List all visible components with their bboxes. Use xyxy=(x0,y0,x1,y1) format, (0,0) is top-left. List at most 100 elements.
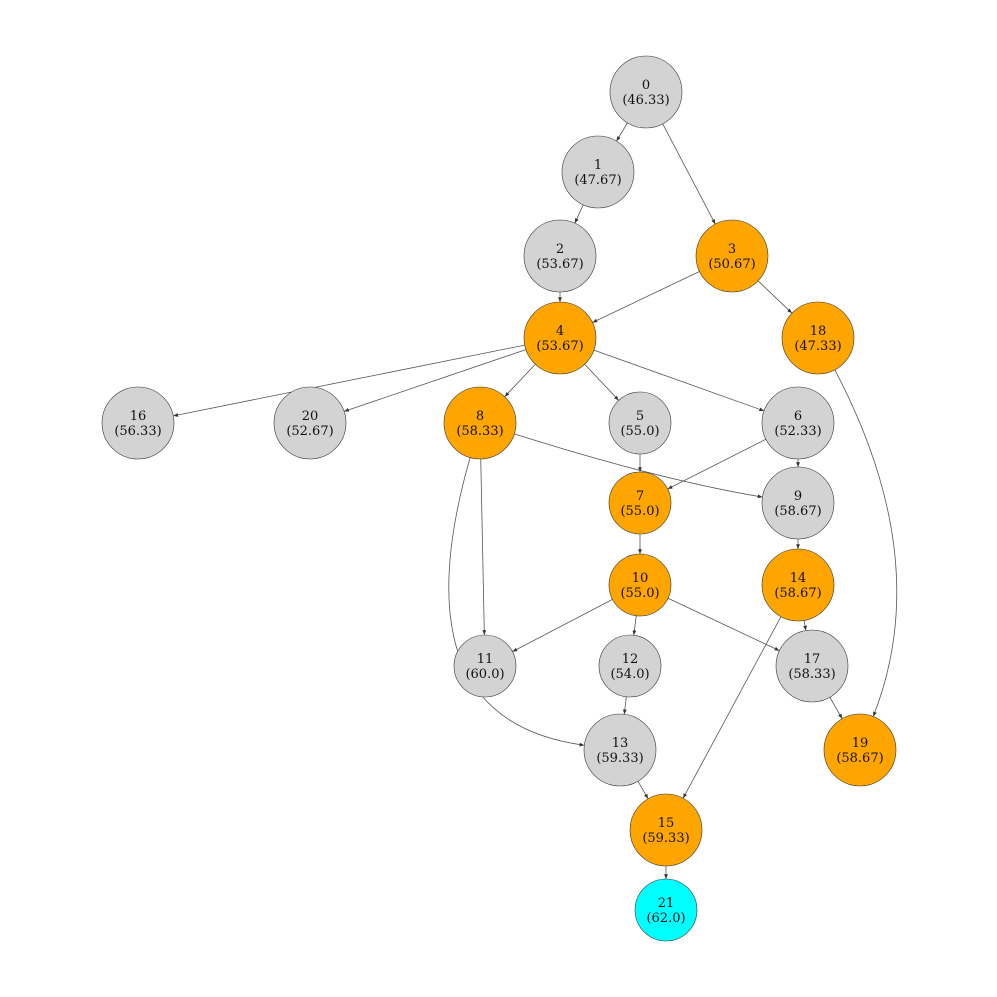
edge-4-to-16 xyxy=(173,344,525,417)
node-circle xyxy=(598,634,662,698)
node-0: 0(46.33) xyxy=(609,55,683,129)
node-12: 12(54.0) xyxy=(598,634,662,698)
node-7: 7(55.0) xyxy=(608,471,672,535)
node-id-label: 10 xyxy=(632,571,649,586)
node-21: 21(62.0) xyxy=(634,878,698,942)
node-value-label: (46.33) xyxy=(622,93,669,108)
node-id-label: 12 xyxy=(622,652,639,667)
edge-10-to-12 xyxy=(632,615,637,636)
node-id-label: 14 xyxy=(790,571,807,586)
edge-4-to-20 xyxy=(343,349,527,412)
node-circle xyxy=(608,553,672,617)
node-id-label: 9 xyxy=(794,489,802,504)
node-id-label: 16 xyxy=(130,409,147,424)
node-circle xyxy=(523,219,597,293)
node-id-label: 19 xyxy=(852,736,869,751)
edge-8-to-9 xyxy=(514,433,763,499)
node-4: 4(53.67) xyxy=(523,301,597,375)
edge-4-to-8 xyxy=(504,363,536,398)
node-value-label: (55.0) xyxy=(620,424,659,439)
node-value-label: (52.67) xyxy=(286,424,333,439)
node-id-label: 18 xyxy=(810,324,827,339)
edge-17-to-19 xyxy=(829,697,843,719)
node-value-label: (55.0) xyxy=(620,586,659,601)
node-10: 10(55.0) xyxy=(608,553,672,617)
node-19: 19(58.67) xyxy=(823,713,897,787)
node-circle xyxy=(273,386,347,460)
edge-0-to-1 xyxy=(616,122,628,142)
edge-3-to-18 xyxy=(757,280,793,314)
node-value-label: (56.33) xyxy=(114,424,161,439)
node-value-label: (54.0) xyxy=(610,667,649,682)
node-id-label: 13 xyxy=(612,736,629,751)
node-11: 11(60.0) xyxy=(453,634,517,698)
node-value-label: (50.67) xyxy=(708,257,755,272)
node-13: 13(59.33) xyxy=(583,713,657,787)
node-circle xyxy=(775,629,849,703)
node-circle xyxy=(453,634,517,698)
edge-18-to-19 xyxy=(834,369,898,717)
node-circle xyxy=(823,713,897,787)
node-circle xyxy=(634,878,698,942)
node-circle xyxy=(629,793,703,867)
node-circle xyxy=(561,135,635,209)
node-id-label: 6 xyxy=(794,409,802,424)
node-value-label: (60.0) xyxy=(465,667,504,682)
node-value-label: (52.33) xyxy=(774,424,821,439)
node-value-label: (58.33) xyxy=(788,667,835,682)
node-value-label: (58.67) xyxy=(774,586,821,601)
node-circle xyxy=(608,391,672,455)
node-id-label: 21 xyxy=(658,896,675,911)
node-9: 9(58.67) xyxy=(761,466,835,540)
node-3: 3(50.67) xyxy=(695,219,769,293)
node-id-label: 11 xyxy=(477,652,494,667)
node-value-label: (47.67) xyxy=(574,173,621,188)
node-circle xyxy=(583,713,657,787)
node-value-label: (59.33) xyxy=(596,751,643,766)
edge-10-to-11 xyxy=(512,599,613,652)
edge-13-to-15 xyxy=(637,781,649,799)
edge-12-to-13 xyxy=(622,696,627,715)
node-id-label: 2 xyxy=(556,242,564,257)
node-circle xyxy=(781,301,855,375)
node-20: 20(52.67) xyxy=(273,386,347,460)
node-id-label: 20 xyxy=(302,409,319,424)
node-17: 17(58.33) xyxy=(775,629,849,703)
node-circle xyxy=(761,548,835,622)
node-circle xyxy=(761,386,835,460)
edge-14-to-17 xyxy=(803,620,807,631)
node-id-label: 1 xyxy=(594,158,602,173)
node-5: 5(55.0) xyxy=(608,391,672,455)
node-14: 14(58.67) xyxy=(761,548,835,622)
node-value-label: (55.0) xyxy=(620,504,659,519)
edge-8-to-13 xyxy=(448,457,585,747)
node-circle xyxy=(443,386,517,460)
edge-14-to-15 xyxy=(682,616,782,799)
node-id-label: 17 xyxy=(804,652,821,667)
node-id-label: 4 xyxy=(556,324,564,339)
edge-4-to-6 xyxy=(593,349,765,412)
edge-6-to-7 xyxy=(667,438,767,490)
node-value-label: (47.33) xyxy=(794,339,841,354)
node-18: 18(47.33) xyxy=(781,301,855,375)
node-1: 1(47.67) xyxy=(561,135,635,209)
node-id-label: 7 xyxy=(636,489,644,504)
node-circle xyxy=(761,466,835,540)
node-8: 8(58.33) xyxy=(443,386,517,460)
node-id-label: 5 xyxy=(636,409,644,424)
node-id-label: 8 xyxy=(476,409,484,424)
node-16: 16(56.33) xyxy=(101,386,175,460)
edge-8-to-11 xyxy=(480,458,487,636)
node-circle xyxy=(101,386,175,460)
node-6: 6(52.33) xyxy=(761,386,835,460)
node-circle xyxy=(523,301,597,375)
node-circle xyxy=(608,471,672,535)
edge-10-to-17 xyxy=(667,597,780,652)
node-value-label: (53.67) xyxy=(536,257,583,272)
node-circle xyxy=(695,219,769,293)
node-value-label: (58.67) xyxy=(774,504,821,519)
edge-4-to-5 xyxy=(584,363,620,401)
node-2: 2(53.67) xyxy=(523,219,597,293)
node-id-label: 15 xyxy=(658,816,675,831)
